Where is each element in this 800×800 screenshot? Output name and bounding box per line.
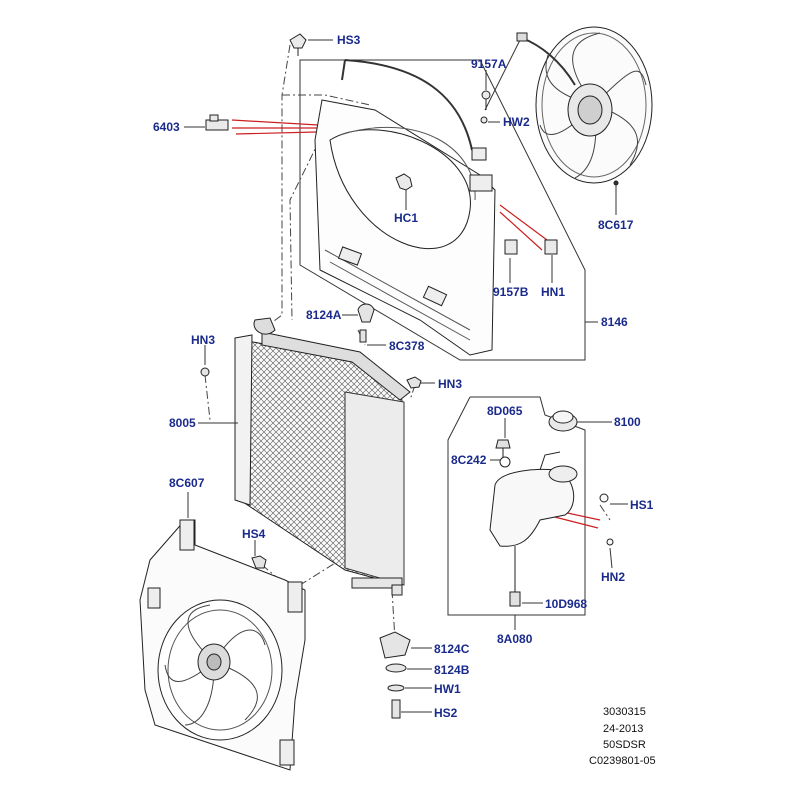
callout-hn3-left: HN3 — [191, 333, 216, 347]
radiator — [234, 317, 411, 596]
auxiliary-fan-cowl — [139, 519, 306, 771]
reference-line-2: 24-2013 — [603, 723, 644, 735]
callout-hc1: HC1 — [394, 211, 419, 225]
callout-8146: 8146 — [601, 315, 628, 329]
callout-hs4: HS4 — [242, 527, 266, 541]
callout-hs2: HS2 — [434, 706, 458, 720]
callout-hn2: HN2 — [601, 570, 626, 584]
callout-8c242: 8C242 — [451, 453, 487, 467]
callout-8a080: 8A080 — [497, 632, 533, 646]
callout-8124a: 8124A — [306, 308, 342, 322]
callout-8c617: 8C617 — [598, 218, 634, 232]
callout-8c378: 8C378 — [389, 339, 425, 353]
callout-9157b: 9157B — [493, 285, 529, 299]
reference-line-3: 50SDSR — [603, 739, 646, 751]
reference-line-1: 3030315 — [603, 706, 646, 718]
callout-8c607: 8C607 — [169, 476, 205, 490]
callout-6403: 6403 — [153, 120, 180, 134]
fan-cowl-group-outline — [299, 39, 586, 361]
callout-hw1: HW1 — [434, 682, 461, 696]
small-fasteners — [205, 33, 558, 255]
expansion-tank — [489, 410, 614, 607]
expansion-tank-group-outline — [447, 396, 586, 616]
radiator-fasteners — [200, 303, 422, 569]
fan-motor-assembly — [516, 26, 653, 205]
reference-line-4: C0239801-05 — [589, 755, 656, 767]
callout-8005: 8005 — [169, 416, 196, 430]
callout-hn1: HN1 — [541, 285, 566, 299]
callout-8124c: 8124C — [434, 642, 470, 656]
fan-shroud — [314, 59, 496, 356]
callout-hs3: HS3 — [337, 33, 361, 47]
callout-hn3-right: HN3 — [438, 377, 463, 391]
callout-hw2: HW2 — [503, 115, 530, 129]
callout-8d065: 8D065 — [487, 404, 523, 418]
callout-8124b: 8124B — [434, 663, 470, 677]
callout-10d968: 10D968 — [545, 597, 588, 611]
callout-8100: 8100 — [614, 415, 641, 429]
lower-mounting-stack — [379, 631, 411, 719]
callout-hs1: HS1 — [630, 498, 654, 512]
leader-lines — [184, 39, 628, 713]
callout-9157a: 9157A — [471, 57, 507, 71]
